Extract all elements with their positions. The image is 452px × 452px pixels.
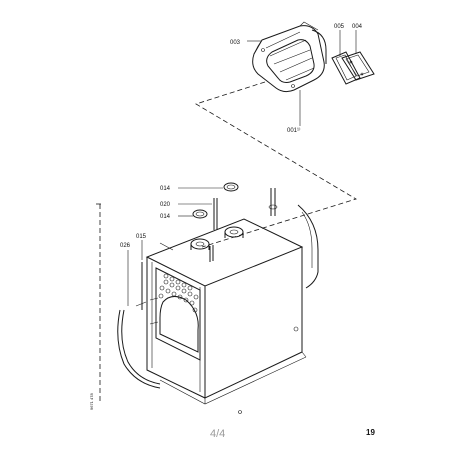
part-026-cable bbox=[117, 309, 161, 389]
callout-001: 001¹⁾ bbox=[287, 127, 301, 134]
boiler-body bbox=[145, 188, 319, 414]
louvre-holes bbox=[158, 273, 199, 313]
callout-026: 026 bbox=[120, 243, 131, 249]
part-014-gasket-upper bbox=[223, 182, 239, 192]
margin-code: 9671 478 bbox=[89, 393, 94, 410]
lower-leader-lines bbox=[127, 187, 223, 306]
page-number: 19 bbox=[366, 428, 375, 437]
upper-leader-lines bbox=[247, 30, 357, 126]
callout-005: 005 bbox=[334, 24, 345, 30]
callout-015: 015 bbox=[136, 234, 147, 240]
callout-004: 004 bbox=[352, 24, 363, 30]
callout-014-upper: 014 bbox=[160, 186, 171, 192]
part-014-gasket-lower bbox=[192, 209, 208, 219]
part-004-gasket bbox=[341, 51, 375, 81]
dashed-routing-lines bbox=[96, 81, 357, 402]
callout-014-lower: 014 bbox=[160, 214, 171, 220]
callout-003: 003 bbox=[230, 40, 241, 46]
page-fraction: 4/4 bbox=[210, 428, 226, 440]
callout-020: 020 bbox=[160, 202, 171, 208]
part-020-sensor-rod bbox=[213, 198, 218, 230]
part-003-hood bbox=[252, 21, 327, 93]
part-015-rod bbox=[135, 262, 147, 310]
part-005-gasket bbox=[331, 51, 361, 85]
